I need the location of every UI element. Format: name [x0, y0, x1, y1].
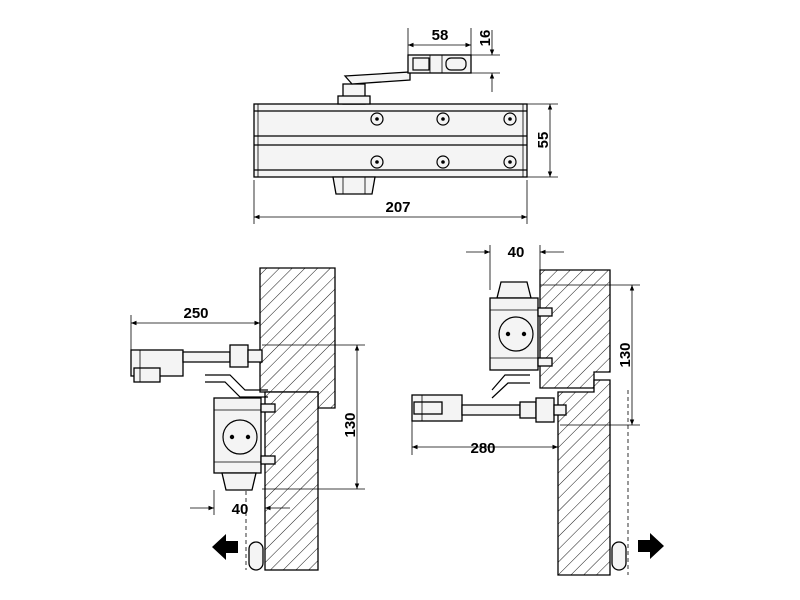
- dimension-130-right: 130: [540, 284, 640, 426]
- arrow-left-icon: [212, 534, 238, 560]
- screw-holes: [370, 112, 517, 169]
- closer-body-right: [489, 281, 553, 399]
- closer-body-top: [253, 103, 528, 195]
- top-view: 58 16 55 207: [253, 27, 558, 224]
- hinge-pivot-right: [611, 541, 627, 571]
- dimension-130-left: 130: [262, 344, 365, 490]
- dimension-40-left: 40: [190, 490, 290, 518]
- arm-top: [337, 54, 472, 105]
- dimension-16: 16: [471, 30, 500, 92]
- arrow-right-icon: [638, 533, 664, 559]
- dim-label-58: 58: [432, 27, 449, 44]
- hinge-pivot-left: [248, 541, 264, 571]
- dimension-55: 55: [527, 103, 558, 178]
- dim-label-280: 280: [470, 440, 495, 457]
- left-view: 250 130 40: [130, 267, 365, 571]
- dimension-207: 207: [253, 180, 528, 224]
- door-section-right: [557, 379, 611, 576]
- arm-right: [411, 394, 567, 423]
- dim-label-130-right: 130: [617, 342, 634, 367]
- dim-label-250: 250: [183, 305, 208, 322]
- dim-label-207: 207: [385, 199, 410, 216]
- dim-label-40-right: 40: [508, 244, 525, 261]
- arm-left: [130, 344, 268, 398]
- dim-label-16: 16: [477, 30, 494, 47]
- dim-label-55: 55: [535, 132, 552, 149]
- right-view: 40 130 280: [411, 244, 664, 576]
- dim-label-130-left: 130: [342, 412, 359, 437]
- dim-label-40-left: 40: [232, 501, 249, 518]
- dimension-280: 280: [411, 421, 559, 457]
- door-section-left: [264, 391, 319, 571]
- frame-section-right: [539, 269, 611, 389]
- dimension-40-right: 40: [466, 244, 564, 290]
- frame-section-left: [259, 267, 336, 409]
- dimension-250: 250: [130, 305, 261, 350]
- dimension-58: 58: [407, 27, 472, 55]
- closer-body-left: [213, 397, 276, 491]
